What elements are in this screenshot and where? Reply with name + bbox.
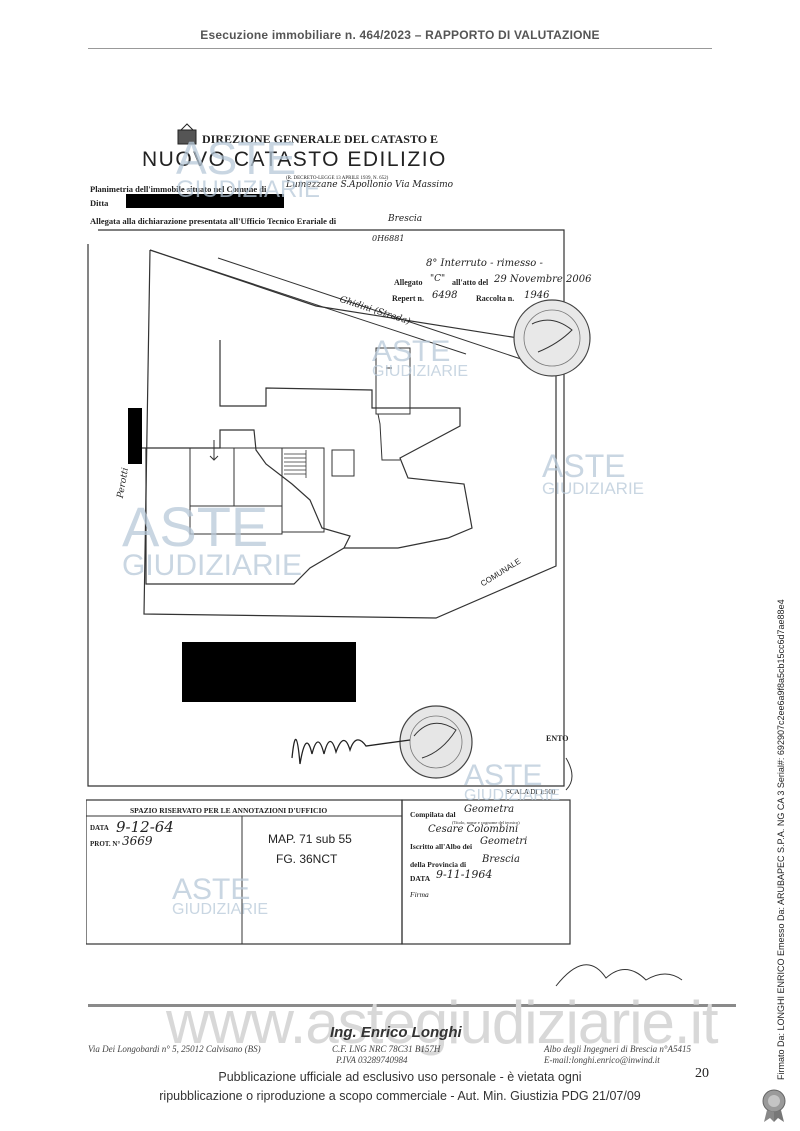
iscritto-value: Geometri: [480, 836, 528, 847]
planimetria-value: Lumezzane S.Apollonio Via Massimo: [286, 180, 454, 190]
stamp-top-icon: [513, 299, 591, 377]
repert-label: Repert n.: [392, 294, 424, 303]
compilata-note: (Titolo, nome e cognome del tecnico): [452, 820, 520, 825]
stamp-line1: 8° Interruto - rimesso -: [426, 258, 543, 269]
engineer-name: Ing. Enrico Longhi: [330, 1024, 462, 1041]
site-watermark: www.astegiudiziarie.it: [166, 989, 719, 1056]
atto-label: all'atto del: [452, 278, 489, 287]
planimetria-label: Planimetria dell'immobile situato nel Co…: [90, 184, 267, 194]
page-number: 20: [695, 1066, 709, 1081]
ditta-label: Ditta: [90, 198, 109, 208]
office-title: DIREZIONE GENERALE DEL CATASTO E: [202, 132, 439, 146]
redacted-left: [128, 408, 142, 464]
repert-value: 6498: [432, 290, 458, 301]
provincia-label: della Provincia di: [410, 860, 467, 869]
orientation-label: ENTO: [546, 734, 569, 743]
publication-disclaimer: Pubblicazione ufficiale ad esclusivo uso…: [159, 1070, 641, 1103]
engineer-cf: C.F. LNG NRC 78C31 B157H: [332, 1044, 441, 1054]
data2-value: 9-11-1964: [436, 868, 493, 881]
cadastral-plan-scan: DIREZIONE GENERALE DEL CATASTO E NUOVO C…: [86, 118, 726, 998]
map-line2: FG. 36NCT: [276, 852, 338, 866]
engineer-address: Via Dei Longobardi n° 5, 25012 Calvisano…: [88, 1044, 261, 1054]
form-title: NUOVO CATASTO EDILIZIO: [142, 148, 447, 171]
raccolta-label: Raccolta n.: [476, 294, 515, 303]
data-value: 9-12-64: [116, 818, 174, 836]
page-header: Esecuzione immobiliare n. 464/2023 – RAP…: [88, 28, 712, 49]
annotazioni-title: SPAZIO RISERVATO PER LE ANNOTAZIONI D'UF…: [130, 806, 328, 815]
data-label: DATA: [90, 824, 109, 832]
tecnico-name: Cesare Colombini: [428, 824, 519, 835]
prot-value: 3669: [122, 834, 153, 848]
redacted-owner: [126, 194, 284, 208]
stair-icon: [284, 450, 307, 478]
scale-label: SCALA DI 1:500: [506, 788, 556, 796]
emblem-icon: [177, 123, 197, 145]
allegata-label: Allegata alla dichiarazione presentata a…: [90, 216, 337, 226]
atto-value: 29 Novembre 2006: [494, 274, 592, 285]
allegata-value: Brescia: [388, 214, 423, 224]
decree-text: (R. DECRETO-LEGGE 13 APRILE 1939, N. 652…: [286, 176, 389, 181]
signature-scribble: [291, 738, 411, 765]
engineer-albo: Albo degli Ingegneri di Brescia n°A5415: [544, 1044, 691, 1054]
compilata-value: Geometra: [464, 804, 515, 815]
data2-label: DATA: [410, 874, 431, 883]
iscritto-label: Iscritto all'Albo dei: [410, 842, 473, 851]
redacted-block: [182, 642, 356, 702]
plan-code: 0H6881: [372, 234, 405, 243]
engineer-piva: P.IVA 03289740984: [336, 1055, 408, 1065]
firma-label: Firma: [410, 890, 429, 899]
footer-divider: [88, 1004, 736, 1007]
engineer-email: E-mail:longhi.enrico@inwind.it: [544, 1055, 660, 1065]
map-line1: MAP. 71 sub 55: [268, 832, 352, 846]
raccolta-value: 1946: [524, 290, 550, 301]
allegato-label: Allegato: [394, 278, 423, 287]
allegato-value: "C": [430, 274, 446, 284]
certified-seal-icon: [762, 1089, 786, 1122]
prot-label: PROT. N°: [90, 840, 121, 848]
compilata-label: Compilata dal: [410, 810, 456, 819]
plan-drawing: [86, 123, 683, 987]
provincia-value: Brescia: [482, 854, 520, 865]
stamp-bottom-icon: [399, 705, 473, 779]
digital-signature-text: Firmato Da: LONGHI ENRICO Emesso Da: ARU…: [776, 599, 786, 1080]
